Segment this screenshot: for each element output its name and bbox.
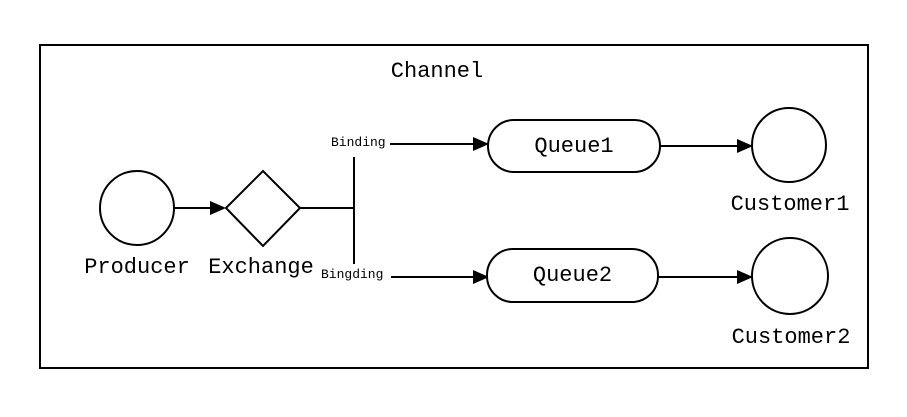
arrow-head-icon xyxy=(737,270,753,284)
exchange-label: Exchange xyxy=(208,255,314,280)
customer1-circle xyxy=(751,107,827,183)
queue1-label: Queue1 xyxy=(534,133,614,159)
customer2-label: Customer2 xyxy=(731,325,851,350)
exchange-diamond xyxy=(224,169,302,248)
arrow-head-icon xyxy=(473,137,489,151)
queue2-label: Queue2 xyxy=(532,263,613,288)
customer1-label: Customer1 xyxy=(730,192,850,217)
channel-boundary-box xyxy=(39,44,869,369)
channel-title: Channel xyxy=(390,59,484,84)
producer-circle xyxy=(99,170,175,246)
binding-edge-label: Binding xyxy=(331,135,386,150)
bingding-edge-label: Bingding xyxy=(321,267,384,282)
customer2-circle xyxy=(751,237,829,315)
queue2-box xyxy=(486,248,659,303)
arrow-head-icon xyxy=(737,139,753,153)
arrow-head-icon xyxy=(473,270,489,284)
arrow-head-icon xyxy=(210,201,226,215)
producer-label: Producer xyxy=(84,255,190,280)
